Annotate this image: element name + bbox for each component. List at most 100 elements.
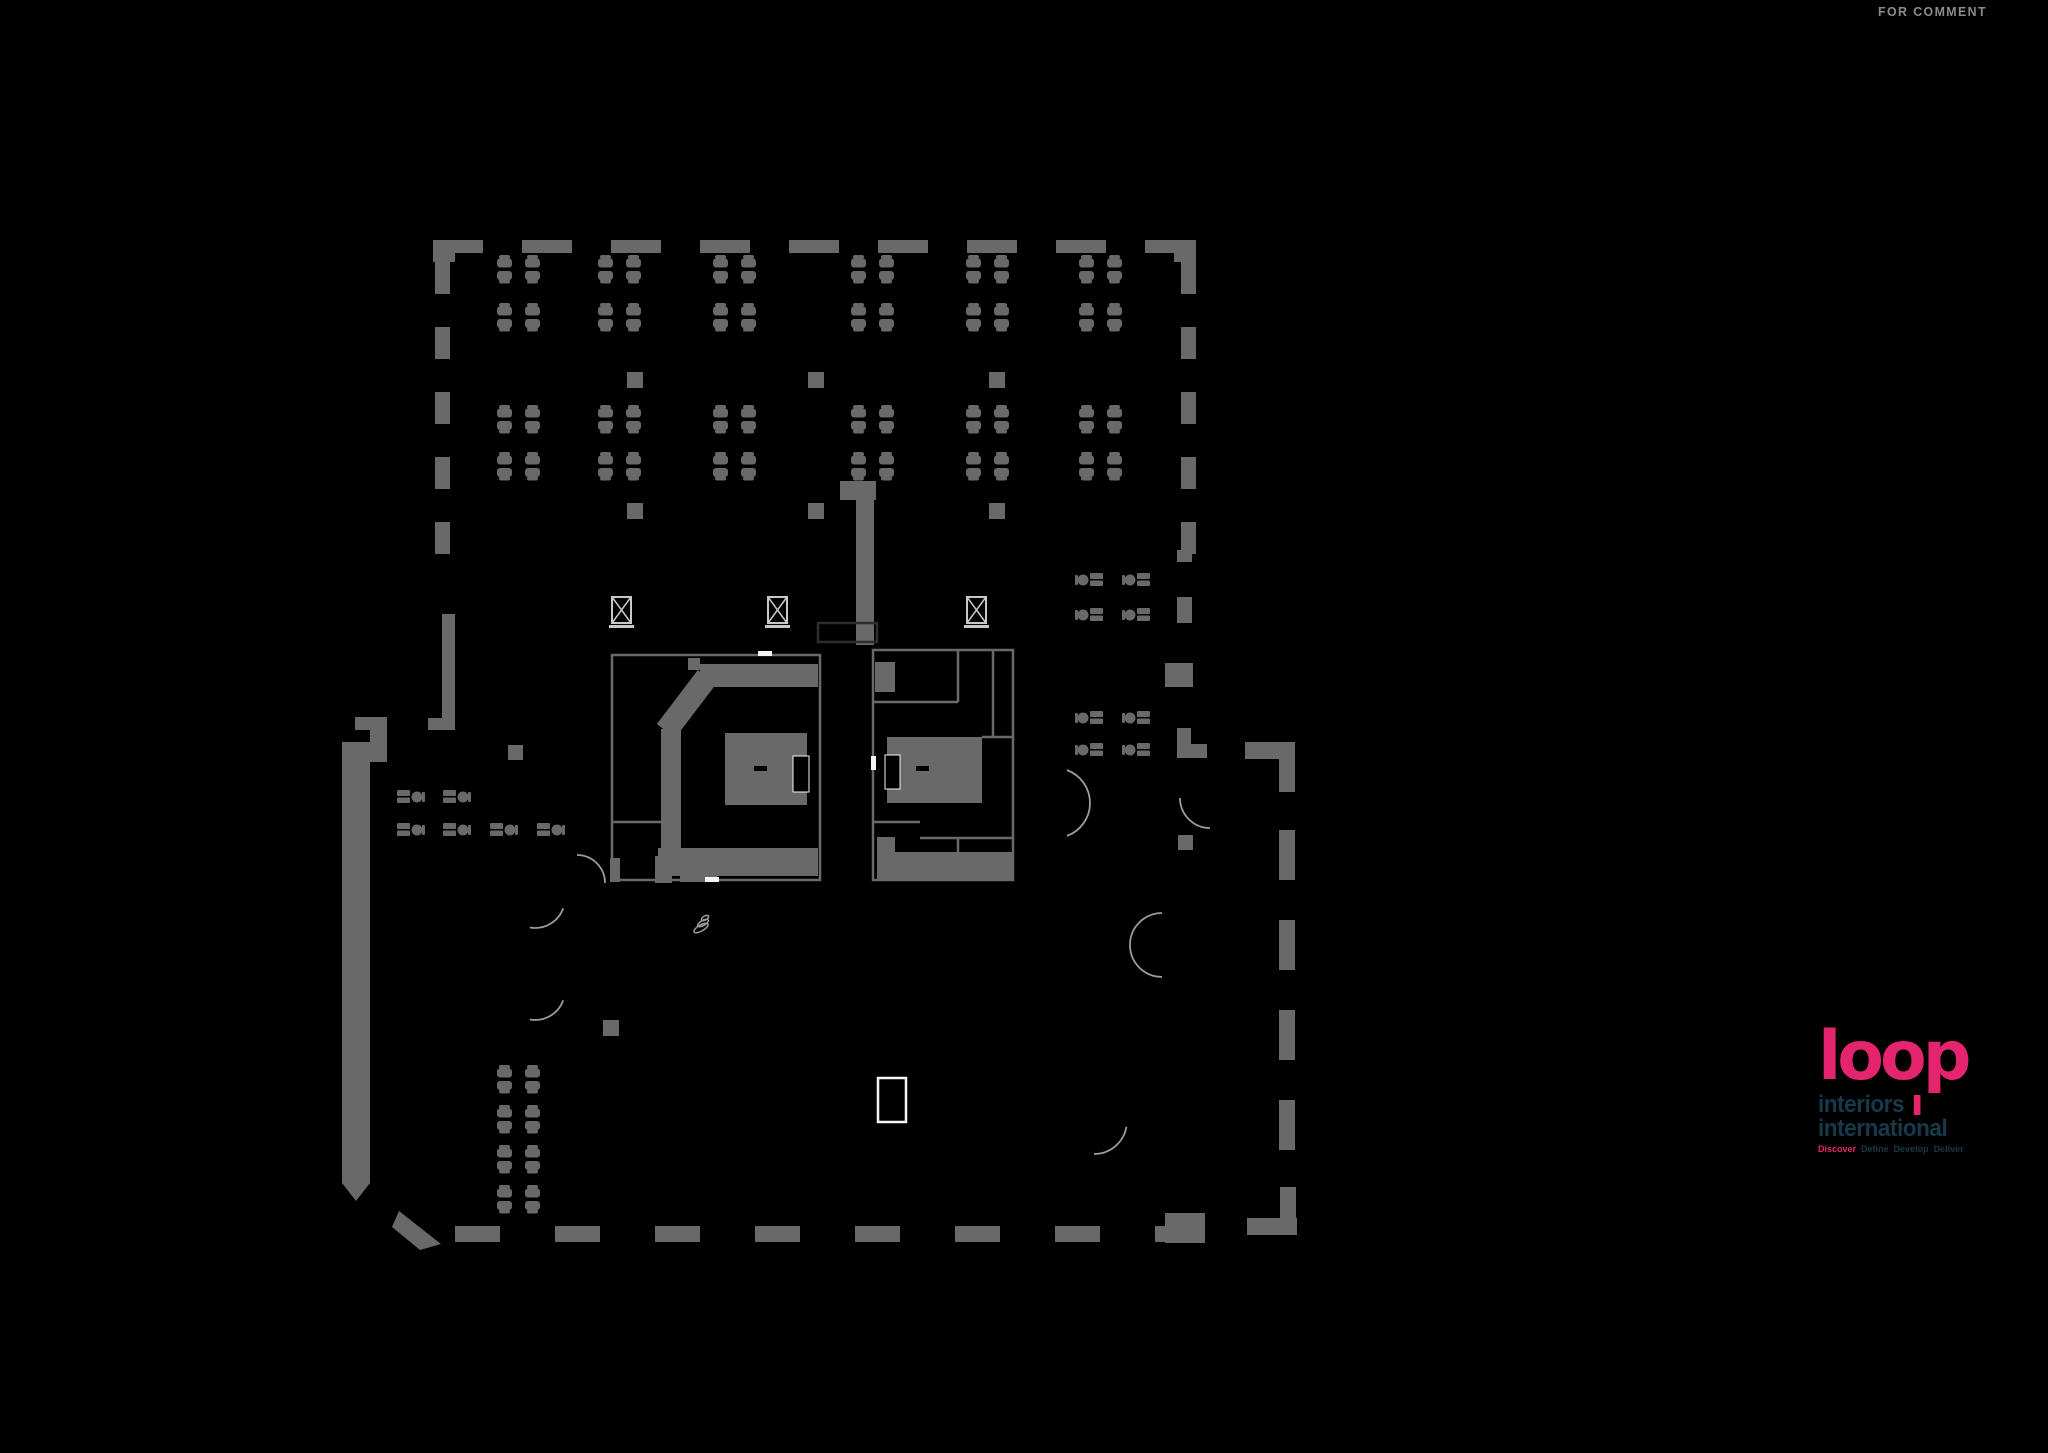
chair-back: [1081, 303, 1092, 307]
chair-back: [628, 303, 639, 307]
chair-back: [1081, 327, 1092, 332]
chair-back: [1122, 610, 1125, 620]
chair-seat: [851, 319, 866, 328]
chair-seat: [598, 306, 613, 316]
door-arc: [529, 999, 565, 1021]
chair-seat: [598, 468, 613, 477]
chair-back: [1075, 713, 1078, 723]
chair-seat: [525, 1161, 540, 1170]
chair-back: [743, 303, 754, 307]
perimeter-wall-segment: [435, 522, 450, 554]
chair-back: [628, 327, 639, 332]
chair-back: [743, 405, 754, 409]
structural-column: [1178, 835, 1193, 850]
chair-seat: [525, 408, 540, 418]
chair-seat: [525, 421, 540, 430]
chair-back: [628, 279, 639, 284]
chair-pair: [598, 255, 613, 284]
highlight-room-outline: [876, 1076, 908, 1124]
desk-top: [1137, 573, 1150, 579]
chair-back: [715, 327, 726, 332]
x-box-symbol: [964, 596, 989, 628]
x-box-frame: [767, 596, 788, 624]
chair-pair: [966, 452, 981, 481]
chair-back: [600, 279, 611, 284]
chair-pair: [851, 405, 866, 434]
chair-seat: [994, 271, 1009, 280]
chair-back: [853, 255, 864, 259]
chair-back: [1122, 713, 1125, 723]
desk-top: [537, 823, 550, 829]
chair-back: [499, 452, 510, 456]
structural-column: [627, 372, 643, 388]
chair-back: [527, 1185, 538, 1189]
chair-seat: [411, 824, 423, 836]
chair-pair: [497, 1145, 512, 1174]
chair-seat: [879, 258, 894, 268]
chair-seat: [851, 408, 866, 418]
chair-pair: [1107, 405, 1122, 434]
desk-unit: [1122, 573, 1150, 586]
chair-back: [628, 476, 639, 481]
door-arc: [1093, 1126, 1128, 1155]
chair-back: [715, 303, 726, 307]
chair-back: [715, 476, 726, 481]
chair-seat: [626, 468, 641, 477]
chair-seat: [626, 306, 641, 316]
logo-brand-text: loop: [1818, 1017, 1971, 1096]
desk-unit: [1075, 743, 1103, 756]
desk-top: [1090, 743, 1103, 749]
chair-pair: [966, 303, 981, 332]
chair-seat: [525, 258, 540, 268]
chair-back: [499, 1089, 510, 1094]
chair-seat: [497, 306, 512, 316]
chair-seat: [851, 306, 866, 316]
desk-top: [1090, 580, 1103, 586]
perimeter-wall-segment: [435, 327, 450, 359]
chair-seat: [741, 408, 756, 418]
perimeter-wall-segment: [755, 1226, 800, 1242]
chair-seat: [966, 319, 981, 328]
chair-seat: [879, 468, 894, 477]
chair-back: [996, 303, 1007, 307]
shaft-notch: [884, 754, 901, 790]
chair-back: [1075, 575, 1078, 585]
perimeter-wall-segment: [1279, 920, 1295, 970]
wall-segment: [655, 856, 672, 883]
tagline-word: Develop: [1893, 1143, 1929, 1154]
chair-back: [515, 825, 518, 835]
shaft-mark: [754, 766, 767, 771]
chair-seat: [851, 421, 866, 430]
chair-back: [715, 405, 726, 409]
chair-seat: [497, 1081, 512, 1090]
chair-back: [743, 255, 754, 259]
chair-back: [968, 255, 979, 259]
desk-unit: [397, 790, 425, 803]
chair-back: [628, 405, 639, 409]
chair-back: [853, 327, 864, 332]
chair-back: [499, 1185, 510, 1189]
chair-pair: [626, 452, 641, 481]
chair-seat: [525, 1121, 540, 1130]
chair-seat: [525, 319, 540, 328]
desk-top: [1090, 718, 1103, 724]
chair-back: [968, 327, 979, 332]
perimeter-wall-segment: [1056, 240, 1106, 253]
door-gap: [705, 877, 719, 882]
desk-unit: [490, 823, 518, 836]
chair-seat: [1077, 744, 1089, 756]
chair-pair: [525, 1105, 540, 1134]
chair-seat: [1124, 574, 1136, 586]
chair-seat: [626, 271, 641, 280]
chair-seat: [1079, 306, 1094, 316]
x-box-symbol: [765, 596, 790, 628]
chair-pair: [497, 255, 512, 284]
chair-back: [422, 792, 425, 802]
chair-back: [996, 405, 1007, 409]
perimeter-wall-segment: [611, 240, 661, 253]
chair-seat: [497, 468, 512, 477]
perimeter-wall-segment: [435, 392, 450, 424]
chair-back: [422, 825, 425, 835]
chair-seat: [497, 1148, 512, 1158]
perimeter-wall-segment: [967, 240, 1017, 253]
